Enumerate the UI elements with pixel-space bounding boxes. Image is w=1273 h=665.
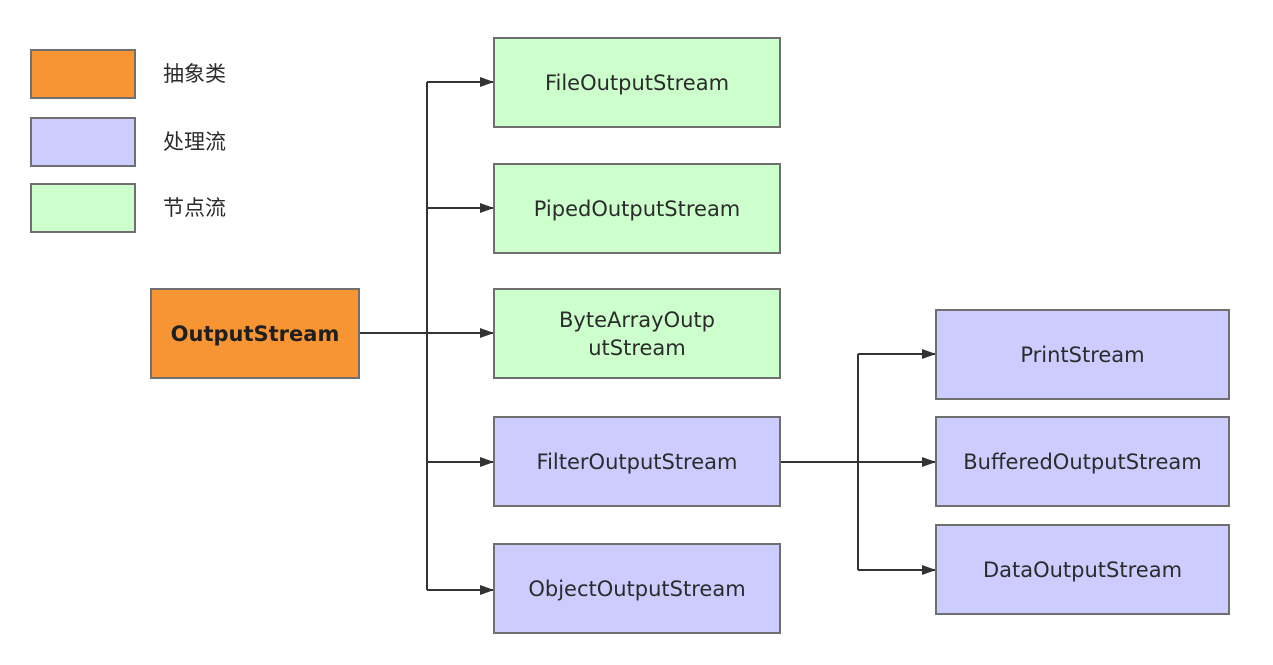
node-printstream: PrintStream bbox=[935, 309, 1230, 400]
legend-label-node: 节点流 bbox=[163, 196, 226, 220]
node-bufferedoutputstream-label: BufferedOutputStream bbox=[963, 449, 1202, 474]
node-printstream-label: PrintStream bbox=[1020, 342, 1145, 367]
node-filteroutputstream: FilterOutputStream bbox=[493, 416, 781, 507]
node-bytearrayoutputstream: ByteArrayOutputStream bbox=[493, 288, 781, 379]
node-dataoutputstream: DataOutputStream bbox=[935, 524, 1230, 615]
legend-label-abstract: 抽象类 bbox=[163, 62, 226, 86]
node-fileoutputstream-label: FileOutputStream bbox=[544, 70, 730, 95]
node-filteroutputstream-label: FilterOutputStream bbox=[536, 449, 738, 474]
node-dataoutputstream-label: DataOutputStream bbox=[982, 557, 1183, 582]
node-pipedoutputstream-label: PipedOutputStream bbox=[533, 196, 741, 221]
node-objectoutputstream: ObjectOutputStream bbox=[493, 543, 781, 634]
node-bytearrayoutputstream-label: ByteArrayOutputStream bbox=[559, 307, 715, 360]
node-fileoutputstream: FileOutputStream bbox=[493, 37, 781, 128]
legend-swatch-processing bbox=[30, 117, 136, 167]
node-objectoutputstream-label: ObjectOutputStream bbox=[528, 576, 746, 601]
node-outputstream-label: OutputStream bbox=[170, 321, 340, 346]
legend-swatch-node bbox=[30, 183, 136, 233]
node-bufferedoutputstream: BufferedOutputStream bbox=[935, 416, 1230, 507]
node-outputstream: OutputStream bbox=[150, 288, 360, 379]
node-pipedoutputstream: PipedOutputStream bbox=[493, 163, 781, 254]
legend-swatch-abstract bbox=[30, 49, 136, 99]
legend-label-processing: 处理流 bbox=[163, 130, 226, 154]
